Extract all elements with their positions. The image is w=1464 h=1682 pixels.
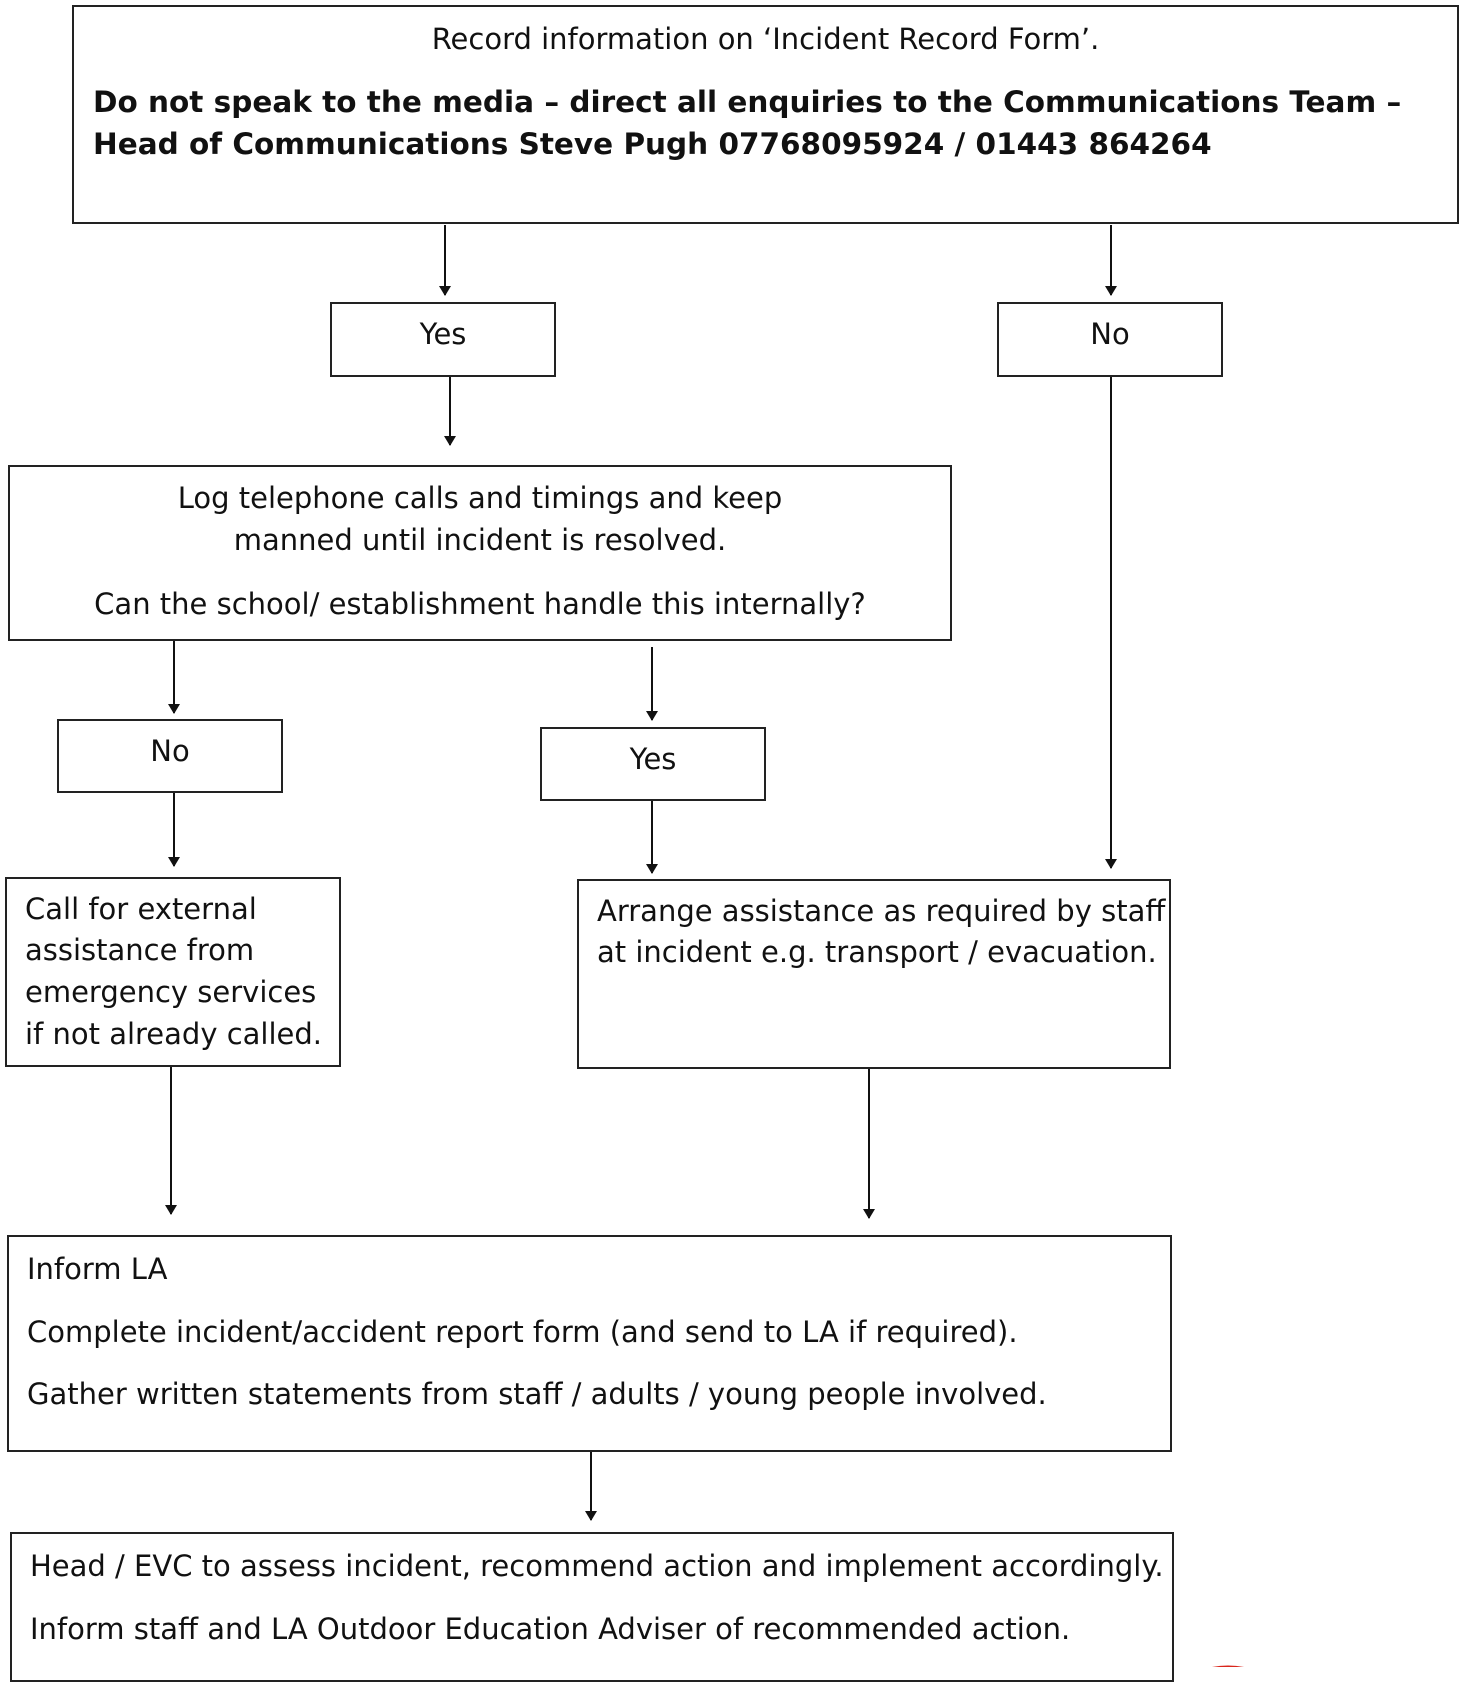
arrange-assistance-box bbox=[577, 879, 1171, 1069]
log-calls-box bbox=[8, 465, 952, 641]
inform-la-line-1: Inform LA bbox=[27, 1252, 168, 1286]
external-assistance-line-1: Call for external bbox=[25, 892, 257, 926]
yes-box-internal bbox=[540, 727, 766, 801]
media-warning-line-1: Do not speak to the media – direct all e… bbox=[93, 85, 1402, 119]
inform-la-line-3: Gather written statements from staff / a… bbox=[27, 1377, 1047, 1411]
media-warning-line-2: Head of Communications Steve Pugh 077680… bbox=[93, 127, 1212, 161]
record-info-text: Record information on ‘Incident Record F… bbox=[431, 22, 1100, 56]
yes-label-media: Yes bbox=[419, 317, 467, 351]
external-assistance-line-4: if not already called. bbox=[25, 1017, 323, 1051]
log-calls-line-2: manned until incident is resolved. bbox=[233, 523, 727, 557]
external-assistance-box bbox=[5, 877, 341, 1067]
head-evc-line-2: Inform staff and LA Outdoor Education Ad… bbox=[30, 1612, 1071, 1646]
external-assistance-line-3: emergency services bbox=[25, 975, 317, 1009]
head-evc-box bbox=[10, 1532, 1174, 1682]
log-calls-line-1: Log telephone calls and timings and keep bbox=[177, 481, 783, 515]
no-label-media: No bbox=[1090, 317, 1130, 351]
inform-la-box bbox=[7, 1235, 1172, 1452]
arrange-assistance-line-1: Arrange assistance as required by staff bbox=[597, 894, 1166, 928]
head-evc-line-1: Head / EVC to assess incident, recommend… bbox=[30, 1549, 1164, 1583]
yes-label-internal: Yes bbox=[629, 742, 677, 776]
yes-box-media bbox=[330, 302, 556, 377]
organisation-logo bbox=[1188, 1658, 1268, 1667]
arrange-assistance-line-2: at incident e.g. transport / evacuation. bbox=[597, 935, 1157, 969]
handle-internally-question: Can the school/ establishment handle thi… bbox=[94, 587, 866, 621]
external-assistance-line-2: assistance from bbox=[25, 933, 255, 967]
no-label-internal: No bbox=[150, 734, 190, 768]
no-box-internal bbox=[57, 719, 283, 793]
inform-la-line-2: Complete incident/accident report form (… bbox=[27, 1315, 1018, 1349]
record-info-box bbox=[72, 5, 1459, 224]
no-box-media bbox=[997, 302, 1223, 377]
